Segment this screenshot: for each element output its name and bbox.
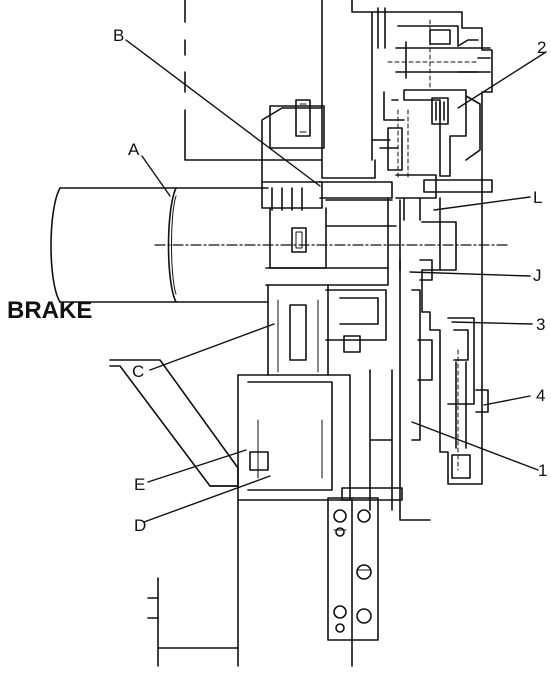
- callout-4: 4: [536, 386, 545, 405]
- upper-housing: [184, 0, 386, 183]
- callout-1: 1: [538, 461, 547, 480]
- callout-e: E: [134, 475, 145, 494]
- callout-l: L: [533, 188, 542, 207]
- callout-d: D: [134, 516, 146, 535]
- page-title: BRAKE: [7, 297, 92, 324]
- callout-3: 3: [536, 315, 545, 334]
- hub: [261, 99, 441, 286]
- callout-b: B: [113, 26, 124, 45]
- bolt-plate: [327, 487, 403, 641]
- leader-lines: [125, 39, 547, 523]
- callout-c: C: [132, 362, 144, 381]
- support-bracket: [109, 359, 239, 667]
- hidden-lines: [387, 19, 477, 471]
- callout-2: 2: [537, 38, 546, 57]
- callout-a: A: [128, 140, 140, 159]
- callout-j: J: [533, 266, 542, 285]
- brake-caliper: [371, 11, 493, 521]
